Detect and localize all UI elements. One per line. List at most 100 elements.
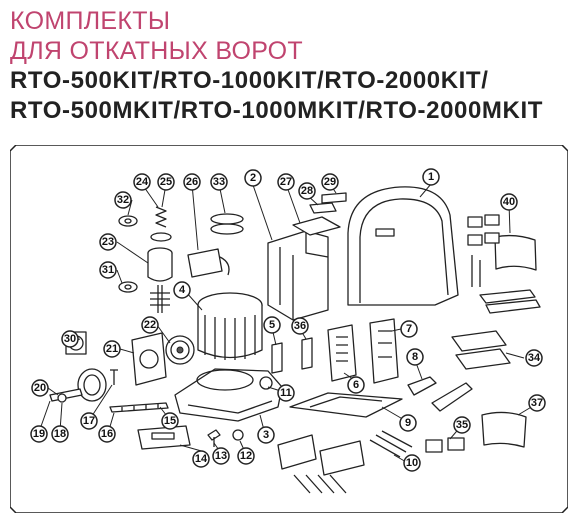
callout-40: 40 bbox=[500, 193, 518, 211]
svg-text:30: 30 bbox=[64, 333, 76, 345]
callout-22: 22 bbox=[141, 316, 159, 334]
callout-14: 14 bbox=[192, 450, 210, 468]
part-40-bracket-set bbox=[467, 214, 541, 314]
part-23-gear-housing bbox=[147, 247, 173, 313]
svg-text:32: 32 bbox=[117, 194, 129, 206]
models-line-1: RTO-500KIT/RTO-1000KIT/RTO-2000KIT/ bbox=[10, 67, 489, 94]
svg-text:31: 31 bbox=[102, 264, 114, 276]
svg-text:24: 24 bbox=[136, 176, 149, 188]
part-31-32-washers bbox=[118, 215, 138, 293]
callout-15: 15 bbox=[161, 412, 179, 430]
models-line-2: RTO-500MKIT/RTO-1000MKIT/RTO-2000MKIT bbox=[10, 97, 543, 124]
svg-text:27: 27 bbox=[280, 176, 292, 188]
svg-text:17: 17 bbox=[83, 415, 95, 427]
svg-text:12: 12 bbox=[240, 450, 252, 462]
callout-36: 36 bbox=[291, 317, 309, 335]
part-21-flange bbox=[131, 332, 167, 386]
page-heading: КОМПЛЕКТЫ ДЛЯ ОТКАТНЫХ ВОРОТ RTO-500KIT/… bbox=[10, 6, 543, 126]
svg-text:7: 7 bbox=[406, 323, 412, 335]
callout-34: 34 bbox=[525, 349, 543, 367]
title-line-1: КОМПЛЕКТЫ bbox=[10, 7, 171, 35]
part-8-handles bbox=[407, 376, 473, 412]
svg-text:21: 21 bbox=[106, 343, 118, 355]
callout-6: 6 bbox=[347, 376, 365, 394]
svg-text:11: 11 bbox=[280, 387, 292, 399]
exploded-parts-diagram: 1 2 3 4 5 6 7 8 9 10 11 12 13 14 15 16 1… bbox=[10, 145, 568, 513]
svg-text:34: 34 bbox=[528, 352, 541, 364]
callout-31: 31 bbox=[99, 261, 117, 279]
callout-33: 33 bbox=[210, 173, 228, 191]
svg-text:33: 33 bbox=[213, 176, 225, 188]
part-24-25-spring bbox=[150, 206, 172, 242]
svg-text:15: 15 bbox=[164, 415, 176, 427]
callout-29: 29 bbox=[321, 173, 339, 191]
part-10-hardware-set bbox=[277, 430, 413, 494]
callout-26: 26 bbox=[183, 173, 201, 191]
callout-5: 5 bbox=[263, 316, 281, 334]
svg-text:36: 36 bbox=[294, 320, 306, 332]
callout-23: 23 bbox=[99, 233, 117, 251]
svg-text:13: 13 bbox=[215, 450, 227, 462]
part-7-module bbox=[369, 318, 399, 384]
callout-12: 12 bbox=[237, 447, 255, 465]
callout-28: 28 bbox=[298, 182, 316, 200]
callout-20: 20 bbox=[31, 379, 49, 397]
part-33-o-rings bbox=[210, 213, 244, 235]
svg-text:35: 35 bbox=[456, 419, 468, 431]
svg-text:19: 19 bbox=[33, 428, 45, 440]
svg-text:22: 22 bbox=[144, 319, 156, 331]
callout-18: 18 bbox=[51, 425, 69, 443]
part-20-drive-gear bbox=[49, 368, 118, 403]
callout-16: 16 bbox=[98, 425, 116, 443]
part-1-cover bbox=[347, 186, 459, 306]
callout-27: 27 bbox=[277, 173, 295, 191]
callout-10: 10 bbox=[403, 454, 421, 472]
part-34-plates bbox=[451, 330, 511, 370]
svg-text:18: 18 bbox=[54, 428, 66, 440]
svg-text:28: 28 bbox=[301, 185, 313, 197]
callout-17: 17 bbox=[80, 412, 98, 430]
svg-text:14: 14 bbox=[195, 453, 208, 465]
callout-7: 7 bbox=[400, 320, 418, 338]
part-2-inner-cover bbox=[267, 230, 329, 321]
svg-text:8: 8 bbox=[412, 351, 418, 363]
svg-text:26: 26 bbox=[186, 176, 198, 188]
part-9-base-plate bbox=[289, 392, 403, 418]
part-16-rack bbox=[109, 402, 169, 413]
callout-21: 21 bbox=[103, 340, 121, 358]
part-36-bracket bbox=[301, 337, 313, 370]
svg-text:1: 1 bbox=[428, 171, 434, 183]
part-27-board bbox=[292, 192, 347, 236]
callout-4: 4 bbox=[173, 281, 191, 299]
callout-35: 35 bbox=[453, 416, 471, 434]
svg-text:37: 37 bbox=[531, 397, 543, 409]
part-35-blocks bbox=[425, 437, 465, 453]
part-4-motor bbox=[197, 292, 263, 360]
part-6-control-board bbox=[327, 324, 357, 382]
callout-19: 19 bbox=[30, 425, 48, 443]
callout-13: 13 bbox=[212, 447, 230, 465]
part-11-bolt bbox=[259, 376, 273, 390]
svg-text:5: 5 bbox=[269, 319, 275, 331]
callout-24: 24 bbox=[133, 173, 151, 191]
part-26-motor-cylinder bbox=[187, 248, 230, 278]
callout-30: 30 bbox=[61, 330, 79, 348]
svg-text:2: 2 bbox=[250, 172, 256, 184]
svg-text:10: 10 bbox=[406, 457, 418, 469]
svg-text:3: 3 bbox=[263, 429, 269, 441]
svg-text:9: 9 bbox=[405, 417, 411, 429]
part-37-cover-panel bbox=[481, 411, 527, 448]
title-line-2: ДЛЯ ОТКАТНЫХ ВОРОТ bbox=[10, 37, 303, 65]
part-5-bracket bbox=[271, 342, 283, 374]
part-12-13-screws bbox=[207, 429, 244, 447]
svg-text:40: 40 bbox=[503, 196, 515, 208]
callout-25: 25 bbox=[157, 173, 175, 191]
callout-8: 8 bbox=[406, 348, 424, 366]
svg-text:20: 20 bbox=[34, 382, 46, 394]
callout-2: 2 bbox=[244, 169, 262, 187]
callout-9: 9 bbox=[399, 414, 417, 432]
callout-3: 3 bbox=[257, 426, 275, 444]
svg-text:29: 29 bbox=[324, 176, 336, 188]
callout-37: 37 bbox=[528, 394, 546, 412]
part-22-gear bbox=[165, 335, 195, 365]
